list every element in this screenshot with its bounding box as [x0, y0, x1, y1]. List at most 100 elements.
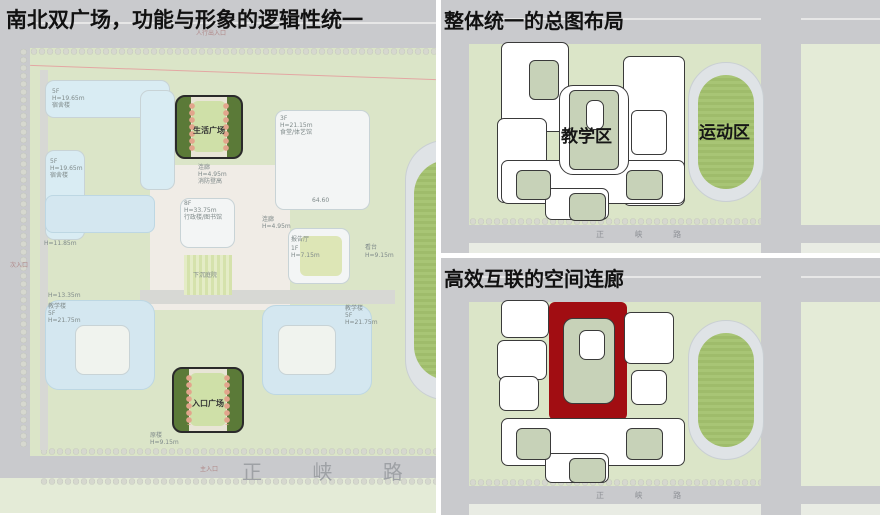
- courtyard-se: [626, 170, 663, 200]
- courtyard-sw: [516, 428, 551, 460]
- teaching-building-west: [75, 325, 130, 375]
- south-road-name: 正 峡 路: [596, 491, 696, 500]
- gate-building-height: H=9.15m: [150, 439, 179, 446]
- road-marking: [441, 276, 880, 278]
- tree-row-west: [20, 48, 27, 448]
- panel-title-left: 南北双广场，功能与形象的逻辑性统一: [6, 7, 363, 32]
- panel-title-top-right: 整体统一的总图布局: [444, 9, 624, 33]
- dim-64-60: 64.60: [312, 197, 330, 204]
- lecture-hall-roof-garden: [300, 236, 342, 276]
- sports-zone-label: 运动区: [699, 123, 750, 143]
- massing-core-tower: [579, 330, 605, 360]
- tree-row-north: [30, 48, 436, 55]
- south-road: [441, 225, 880, 243]
- west-road: [441, 0, 469, 253]
- courtyard-gate: [569, 458, 606, 483]
- panel-connected-corridors: 正 峡 路 高效互联的空间连廊: [441, 258, 880, 515]
- courtyard-gate: [569, 193, 606, 221]
- north-road: [0, 0, 436, 48]
- north-living-plaza: 生活广场: [175, 95, 243, 159]
- dorm-1-floors: 5F: [52, 88, 60, 95]
- corridor-1-label: 连廊: [198, 164, 211, 171]
- tree-row-south: [469, 479, 761, 486]
- courtyard-e: [631, 110, 667, 155]
- internal-road: [140, 290, 395, 304]
- neighbor-lot: [801, 302, 880, 486]
- dorm-2-floors: 5F: [50, 158, 58, 165]
- courtyard-se: [626, 428, 663, 460]
- west-road: [441, 258, 469, 515]
- south-road: [441, 486, 880, 504]
- road-marking: [441, 18, 880, 20]
- plaza-tree-row: [223, 375, 230, 425]
- lecture-hall-height: H=7.15m: [291, 252, 320, 259]
- teaching-building-east: [278, 325, 336, 375]
- stand-label: 看台: [365, 244, 378, 251]
- plaza-lawn: [190, 372, 226, 427]
- massing-e: [631, 370, 667, 405]
- plaza-tree-row: [223, 103, 230, 151]
- neighbor-lot: [801, 44, 880, 225]
- dorm-pond: [45, 195, 155, 233]
- courtyard-central: [569, 90, 619, 170]
- stand-height: H=9.15m: [365, 252, 394, 259]
- sports-field: [698, 75, 754, 189]
- east-road: [761, 258, 801, 515]
- teaching-w-floors: 5F: [48, 310, 56, 317]
- courtyard-sw: [516, 170, 551, 200]
- plaza-tree-row: [188, 103, 195, 151]
- tree-row-south-2: [40, 478, 436, 485]
- courtyard-nw: [529, 60, 559, 100]
- teaching-w-height: H=21.75m: [48, 317, 81, 324]
- panel-divider-vertical: [436, 0, 441, 515]
- admin-library-building: [180, 198, 235, 248]
- dorm-2-height: H=19.65m: [50, 165, 83, 172]
- canteen-height: H=21.15m: [280, 122, 313, 129]
- panel-title-bottom-right: 高效互联的空间连廊: [444, 267, 624, 291]
- tree-row-south: [40, 448, 436, 455]
- sunken-courtyard: [184, 255, 232, 295]
- massing-ne: [624, 312, 674, 364]
- dorm-2-name: 宿舍楼: [50, 172, 69, 179]
- corridor-1-height: H=4.95m: [198, 171, 227, 178]
- teaching-w-name: 教学楼: [48, 303, 67, 310]
- main-entrance-label: 主入口: [200, 466, 219, 473]
- teaching-e-height: H=21.75m: [345, 319, 378, 326]
- teaching-e-name: 教学楼: [345, 305, 364, 312]
- north-road: [441, 0, 880, 44]
- canteen-floors: 3F: [280, 115, 288, 122]
- massing-core-tower: [586, 100, 604, 130]
- south-road: [0, 456, 436, 478]
- sunken-courtyard-label: 下沉庭院: [193, 272, 218, 279]
- building-3f-2-height: H=13.35m: [48, 292, 81, 299]
- panel-dual-plazas: 5F H=19.65m 宿舍楼 5F H=19.65m 宿舍楼 H=11.85m…: [0, 0, 436, 513]
- teaching-e-floors: 5F: [345, 312, 353, 319]
- corridor-2-label: 连廊: [262, 216, 275, 223]
- building-3f-height: H=11.85m: [44, 240, 77, 247]
- tree-row-south: [469, 218, 761, 225]
- panel-master-plan: 正 峡 路 运动区 教学区 整体统一的总图布局: [441, 0, 880, 253]
- lecture-hall-floors: 1F: [291, 245, 299, 252]
- south-road-name: 正 峡 路: [596, 230, 696, 239]
- lecture-hall-name: 报告厅: [291, 236, 310, 243]
- fire-lane-label: 消防登高: [198, 178, 223, 185]
- canteen-gym-building: [275, 110, 370, 210]
- field-edge: [414, 160, 436, 380]
- dorm-building-1-wing: [140, 90, 175, 190]
- pedestrian-entrance-label: 人行出入口: [196, 30, 227, 37]
- admin-height: H=33.75m: [184, 207, 217, 214]
- admin-name: 行政楼/图书馆: [184, 214, 223, 221]
- south-entrance-plaza: 入口广场: [172, 367, 244, 433]
- courtyard-central: [563, 318, 615, 404]
- teaching-zone-label: 教学区: [561, 127, 612, 147]
- massing-w2: [499, 376, 539, 411]
- massing-w: [497, 340, 547, 380]
- east-road: [761, 0, 801, 253]
- gate-building-label: 原楼: [150, 432, 163, 439]
- south-plaza-label: 入口广场: [192, 398, 224, 408]
- sports-field: [698, 333, 754, 447]
- dorm-1-height: H=19.65m: [52, 95, 85, 102]
- side-entrance-label: 次入口: [10, 262, 29, 269]
- corridor-2-height: H=4.95m: [262, 223, 291, 230]
- road-marking: [0, 22, 436, 24]
